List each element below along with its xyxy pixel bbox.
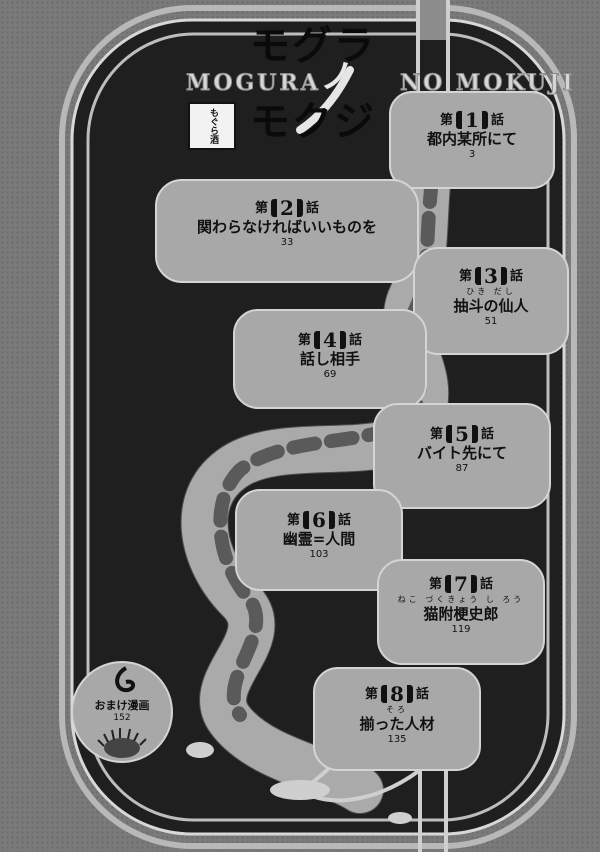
- chapter-title: 都内某所にて: [426, 130, 517, 148]
- bracket-right-icon: [406, 685, 413, 703]
- chapter-box-1: [389, 91, 555, 189]
- chapter-prefix: 第: [429, 576, 443, 592]
- chapter-page: 51: [484, 316, 498, 327]
- bracket-left-icon: [475, 267, 482, 285]
- chapter-title: 抽斗の仙人: [453, 297, 529, 315]
- chapter-suffix: 話: [305, 200, 319, 216]
- bracket-left-icon: [314, 331, 321, 349]
- chapter-prefix: 第: [365, 686, 379, 702]
- bracket-left-icon: [446, 425, 453, 443]
- tunnel-outline: [180, 116, 456, 814]
- chapter-box-8: [313, 667, 481, 771]
- bracket-right-icon: [339, 331, 346, 349]
- chapter-title: 関わらなければいいものを: [196, 218, 377, 236]
- title-seal: もぐら酒: [188, 102, 236, 150]
- chapter-box-2: [155, 179, 419, 283]
- chapter-number: 2: [280, 196, 294, 220]
- chapter-suffix: 話: [348, 332, 362, 348]
- chapter-number: 1: [465, 108, 479, 132]
- chapter-suffix: 話: [479, 576, 493, 592]
- chapter-page: 119: [451, 624, 471, 635]
- chapter-box-5: [373, 403, 551, 509]
- bonus-manga[interactable]: おまけ漫画 152: [82, 700, 162, 723]
- chapter-number: 8: [390, 682, 404, 706]
- bracket-right-icon: [328, 511, 335, 529]
- tube-top-fill: [420, 0, 446, 40]
- pebble: [186, 742, 214, 758]
- chapter-suffix: 話: [415, 686, 429, 702]
- mole-spikes: [97, 728, 147, 747]
- chapter-page: 135: [387, 734, 407, 745]
- chapter-page: 87: [455, 463, 469, 474]
- chapter-prefix: 第: [430, 426, 444, 442]
- chapter-title: 幽霊=人間: [282, 530, 356, 548]
- pebble: [270, 780, 330, 800]
- chapter-suffix: 話: [337, 512, 351, 528]
- chapter-title: 揃った人材: [359, 715, 435, 733]
- mole-icon: [104, 738, 140, 758]
- chapter-prefix: 第: [459, 268, 473, 284]
- bonus-bubble: [71, 661, 173, 763]
- title-slash: [296, 66, 354, 134]
- bracket-left-icon: [445, 575, 452, 593]
- chapter-suffix: 話: [480, 426, 494, 442]
- chapter-page: 69: [323, 369, 337, 380]
- chapter-ruby: そろ: [386, 705, 408, 714]
- outer-frame-outline: [59, 5, 577, 849]
- bracket-right-icon: [471, 425, 478, 443]
- chapter-ruby: ねこ づくきょう し ろう: [397, 595, 525, 604]
- swirl-icon: [115, 666, 135, 693]
- chapter-number: 6: [312, 508, 326, 532]
- chapter-box-6: [235, 489, 403, 591]
- chapter-prefix: 第: [255, 200, 269, 216]
- chapter-title: 話し相手: [299, 350, 360, 368]
- chapter-box-3: [413, 247, 569, 355]
- chapter-prefix: 第: [298, 332, 312, 348]
- chapter-title: バイト先にて: [416, 444, 507, 462]
- pebble: [388, 812, 412, 824]
- chapter-suffix: 話: [509, 268, 523, 284]
- chapter-number: 3: [484, 264, 498, 288]
- title-line2: モクジ: [250, 99, 376, 145]
- chapter-prefix: 第: [440, 112, 454, 128]
- title-roman-right: NO MOKUJI: [400, 70, 576, 96]
- title-roman-left: MOGURA: [186, 70, 321, 96]
- bracket-right-icon: [470, 575, 477, 593]
- chapter-number: 4: [323, 328, 337, 352]
- bracket-right-icon: [296, 199, 303, 217]
- chapter-box-7: [377, 559, 545, 665]
- bracket-right-icon: [481, 111, 488, 129]
- chapter-prefix: 第: [287, 512, 301, 528]
- bracket-left-icon: [456, 111, 463, 129]
- chapter-page: 103: [309, 549, 329, 560]
- chapter-box-4: [233, 309, 427, 409]
- chapter-number: 5: [455, 422, 469, 446]
- chapter-page: 3: [468, 149, 476, 160]
- chapter-page: 33: [280, 237, 294, 248]
- title-slash-text: ノ: [320, 57, 356, 97]
- chapter-suffix: 話: [490, 112, 504, 128]
- tunnel: [181, 117, 455, 813]
- bracket-left-icon: [381, 685, 388, 703]
- bonus-label: おまけ漫画: [94, 699, 150, 712]
- seal-text: もぐら酒: [207, 108, 218, 144]
- title-line1: モグラ: [250, 23, 376, 69]
- chapter-title: 猫附梗史郎: [423, 605, 499, 623]
- chapter-ruby: ひき だし: [466, 287, 516, 296]
- bracket-right-icon: [500, 267, 507, 285]
- bracket-left-icon: [303, 511, 310, 529]
- chapter-number: 7: [454, 572, 468, 596]
- bracket-left-icon: [271, 199, 278, 217]
- bonus-page: 152: [113, 713, 131, 723]
